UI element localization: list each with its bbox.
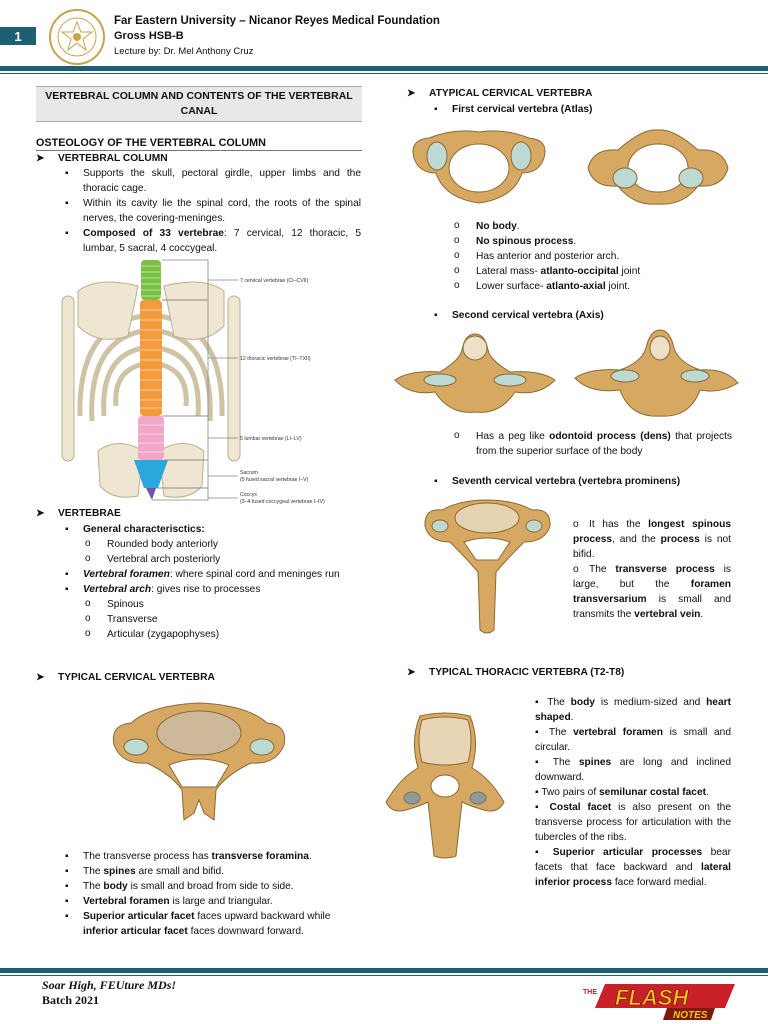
footer-divider-thin <box>0 975 768 976</box>
page-number: 1 <box>0 27 36 45</box>
document-title: VERTEBRAL COLUMN AND CONTENTS OF THE VER… <box>45 90 353 117</box>
svg-text:FLASH: FLASH <box>615 985 689 1010</box>
axis-anterior-image <box>574 329 739 417</box>
university-seal-icon <box>49 9 105 65</box>
list-item: ▪ Costal facet is also present on the tr… <box>535 802 731 843</box>
right-scapula-illustration <box>163 281 225 340</box>
typical-cervical-vertebra-image <box>112 702 286 821</box>
arrow-bullet-icon: ➤ <box>407 88 416 99</box>
lumbar-label: 5 lumbar vertebrae (LI–LV) <box>240 436 302 442</box>
list-item: ▪ The spines are long and inclined downw… <box>535 757 731 783</box>
list-item: ▪ Superior articular processes bear face… <box>535 847 731 888</box>
list-item: Vertebral arch: gives rise to processes <box>61 582 361 597</box>
atlas-superior-image <box>412 130 546 204</box>
header-text: Far Eastern University – Nicanor Reyes M… <box>114 14 440 59</box>
atlas-list: No body. No spinous process. Has anterio… <box>452 218 732 294</box>
list-item: ▪ Two pairs of semilunar costal facet. <box>535 787 709 798</box>
axis-heading: Second cervical vertebra (Axis) <box>430 308 604 323</box>
institution-name: Far Eastern University – Nicanor Reyes M… <box>114 15 440 27</box>
list-item: Articular (zygapophyses) <box>83 626 361 642</box>
course-name: Gross HSB-B <box>114 30 184 42</box>
list-item: No body. <box>452 218 732 234</box>
atlas-inferior-image <box>587 129 729 205</box>
axis-list: Has a peg like odontoid process (dens) t… <box>452 428 732 459</box>
arrow-bullet-icon: ➤ <box>36 672 45 683</box>
arrow-bullet-icon: ➤ <box>407 667 416 678</box>
list-item: The spines are small and bifid. <box>61 864 361 879</box>
thoracic-vertebra-image <box>385 712 505 859</box>
list-item: Lower surface- atlanto-axial joint. <box>452 278 732 294</box>
svg-text:NOTES: NOTES <box>673 1010 708 1021</box>
left-pelvis-illustration <box>97 443 144 498</box>
document-title-box: VERTEBRAL COLUMN AND CONTENTS OF THE VER… <box>36 86 362 122</box>
list-item: Within its cavity lie the spinal cord, t… <box>61 196 361 226</box>
list-item: Superior articular facet faces upward ba… <box>61 909 361 939</box>
sacrum-label: Sacrum <box>240 470 258 476</box>
list-item: Vertebral foramen: where spinal cord and… <box>61 567 361 582</box>
list-item: Vertebral foramen is large and triangula… <box>61 894 361 909</box>
left-arm-illustration <box>61 295 75 462</box>
footer-text: Soar High, FEUture MDs! Batch 2021 <box>42 978 176 1008</box>
thoracic-list: ▪ The body is medium-sized and heart sha… <box>535 695 731 890</box>
left-scapula-illustration <box>77 281 139 340</box>
list-item: Vertebral arch posteriorly <box>83 551 361 567</box>
right-arm-illustration <box>227 295 241 462</box>
header-divider-thin <box>0 73 768 74</box>
label-leader-lines <box>152 259 238 501</box>
atypical-cervical-heading: ➤ATYPICAL CERVICAL VERTEBRA <box>407 88 593 99</box>
svg-text:THE: THE <box>583 989 597 996</box>
list-item: Composed of 33 vertebrae: 7 cervical, 12… <box>61 226 361 256</box>
vertebra-divisions <box>138 265 164 453</box>
typical-cervical-list: The transverse process has transverse fo… <box>61 849 361 939</box>
list-item: The body is small and broad from side to… <box>61 879 361 894</box>
thoracic-label: 12 thoracic vertebrae (TI–TXII) <box>240 356 311 362</box>
header-divider <box>0 66 768 71</box>
list-item: General characterisctics: <box>61 522 361 537</box>
typical-thoracic-heading: ➤TYPICAL THORACIC VERTEBRA (T2-T8) <box>407 667 625 678</box>
c7-vertebra-image <box>424 499 551 634</box>
sacrum-segment <box>134 460 168 488</box>
atlas-heading: First cervical vertebra (Atlas) <box>430 102 592 117</box>
list-item: ▪ The body is medium-sized and heart sha… <box>535 697 731 723</box>
list-item: Transverse <box>83 611 361 627</box>
footer-divider <box>0 968 768 973</box>
flash-notes-logo-icon: THE FLASH NOTES <box>583 984 735 1021</box>
c7-heading: Seventh cervical vertebra (vertebra prom… <box>430 474 680 489</box>
vertebral-column-list: Supports the skull, pectoral girdle, upp… <box>61 166 361 256</box>
list-item: Rounded body anteriorly <box>83 536 361 552</box>
osteology-heading: OSTEOLOGY OF THE VERTEBRAL COLUMN <box>36 137 266 149</box>
lumbar-segment <box>138 416 164 460</box>
axis-posterior-image <box>394 333 556 413</box>
thoracic-segment <box>140 300 162 416</box>
right-pelvis-illustration <box>158 443 205 498</box>
typical-cervical-heading: ➤TYPICAL CERVICAL VERTEBRA <box>36 672 215 683</box>
list-item: ▪ The vertebral foramen is small and cir… <box>535 727 731 753</box>
coccyx-sub-label: (3–4 fused coccygeal vertebrae I–IV) <box>240 499 325 505</box>
arrow-bullet-icon: ➤ <box>36 153 45 164</box>
vertebrae-heading: ➤VERTEBRAE <box>36 508 121 519</box>
vertebral-column-heading: ➤VERTEBRAL COLUMN <box>36 153 168 164</box>
list-item: No spinous process. <box>452 233 732 249</box>
list-item: The transverse process has transverse fo… <box>61 849 361 864</box>
list-item: Spinous <box>83 596 361 612</box>
footer-batch: Batch 2021 <box>42 993 99 1007</box>
coccyx-segment <box>146 488 156 500</box>
list-item: Lateral mass- atlanto-occipital joint <box>452 263 732 279</box>
sacrum-sub-label: (5 fused sacral vertebrae I–V) <box>240 477 309 483</box>
vertebral-column-figure: 7 cervical vertebrae (CI–CVII) 12 thorac… <box>61 259 325 505</box>
list-item: Has a peg like odontoid process (dens) t… <box>452 428 732 459</box>
vertebrae-list: General characterisctics: Rounded body a… <box>61 522 361 642</box>
cervical-label: 7 cervical vertebrae (CI–CVII) <box>240 278 309 284</box>
arrow-bullet-icon: ➤ <box>36 508 45 519</box>
list-item: Supports the skull, pectoral girdle, upp… <box>61 166 361 196</box>
footer-motto: Soar High, FEUture MDs! <box>42 978 177 992</box>
list-item: Has anterior and posterior arch. <box>452 248 732 264</box>
osteology-underline <box>36 150 362 151</box>
coccyx-label: Coccyx <box>240 492 257 498</box>
lecturer-name: Lecture by: Dr. Mel Anthony Cruz <box>114 46 254 57</box>
